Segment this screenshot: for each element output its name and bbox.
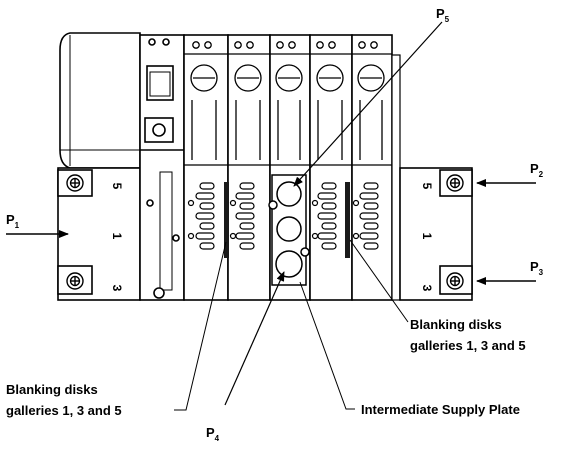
p4-label: P4 [206,425,220,443]
screw-icon [66,174,84,192]
solenoid-cap [59,32,141,169]
intermediate-supply-plate [268,174,310,286]
p5-arrow [293,21,443,187]
p4-arrow [224,271,285,406]
screw-icon [446,272,464,290]
callout-blanking-right-line1: Blanking disks [410,317,502,332]
leader-blanking-right [349,239,409,323]
port-ovals [187,182,379,250]
p3-label: P3 [530,259,544,277]
screw-icon [66,272,84,290]
port-number-right-5: 5 [420,183,434,190]
port-number-right-1: 1 [420,233,434,240]
port-number-right-3: 3 [420,285,434,292]
blanking-disk-right [345,182,350,258]
pilot-module [139,34,185,301]
callout-blanking-left-line2: galleries 1, 3 and 5 [6,403,122,418]
blanking-disk-left [224,182,229,258]
callout-blanking-left-line1: Blanking disks [6,382,98,397]
callout-blanking-right-line2: galleries 1, 3 and 5 [410,338,526,353]
leader-supply-plate [299,281,355,410]
callout-intermediate-supply-plate: Intermediate Supply Plate [361,402,520,417]
p2-label: P2 [530,161,544,179]
p1-label: P1 [6,212,20,230]
port-number-left-3: 3 [110,285,124,292]
port-number-left-5: 5 [110,183,124,190]
module-tops [184,41,392,166]
p5-label: P5 [436,6,450,24]
screw-icon [446,174,464,192]
leader-blanking-left [174,241,227,411]
port-number-left-1: 1 [110,233,124,240]
